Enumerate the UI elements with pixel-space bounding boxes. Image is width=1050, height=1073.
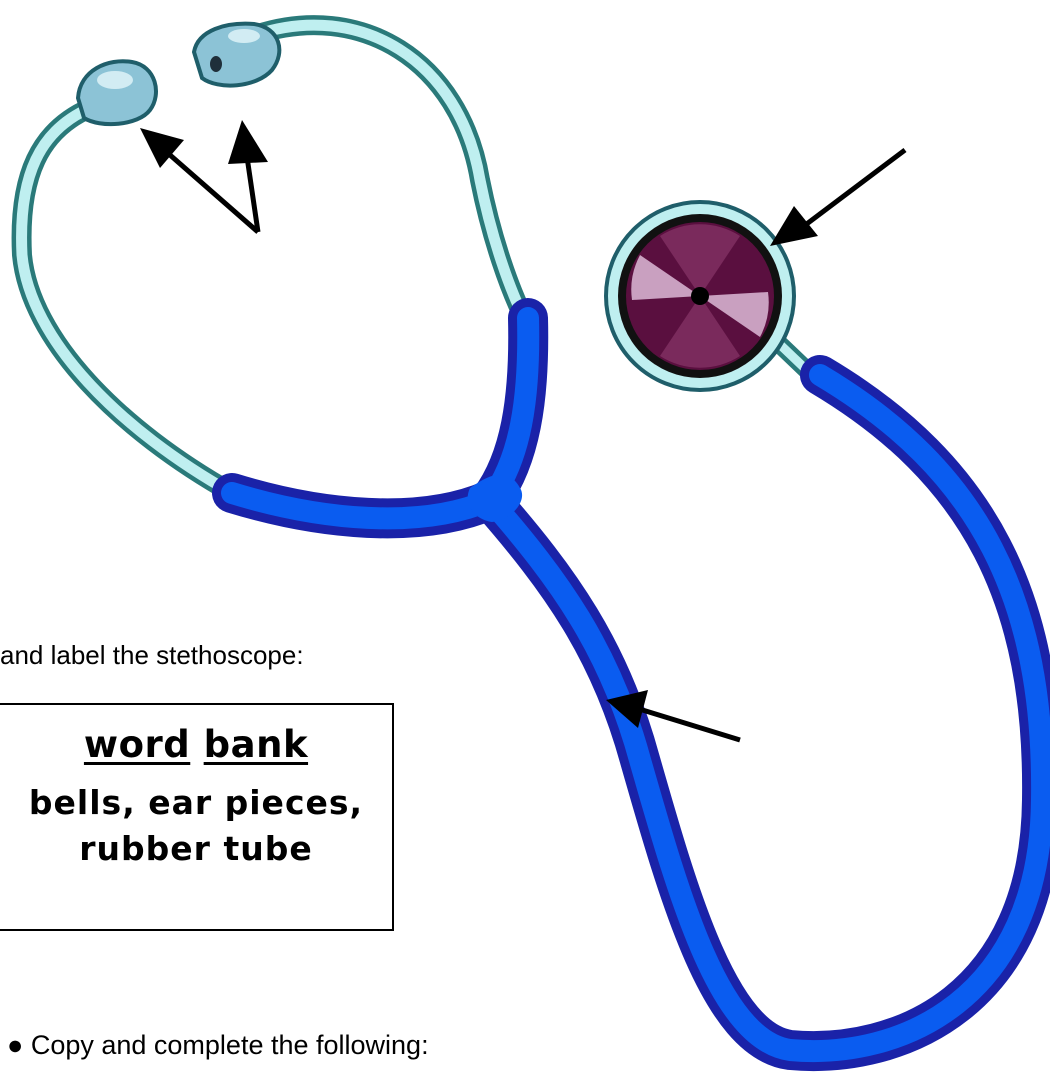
task-text: Copy and complete the following: xyxy=(31,1030,429,1060)
ear-piece-right xyxy=(194,24,279,86)
word-bank-line-1: bells, ear pieces, xyxy=(0,780,394,826)
word-bank-title-word2: bank xyxy=(204,723,308,766)
ear-piece-left xyxy=(78,61,156,124)
word-bank-title: word bank xyxy=(0,723,392,766)
rubber-tube xyxy=(232,318,1042,1051)
word-bank-line-2: rubber tube xyxy=(0,826,394,872)
task-line: ● Copy and complete the following: xyxy=(7,1030,429,1061)
word-bank-words: bells, ear pieces, rubber tube xyxy=(0,780,394,872)
word-bank-title-word1: word xyxy=(84,723,190,766)
arrow-ear-pieces-right xyxy=(228,120,268,232)
arrow-bell xyxy=(770,150,905,246)
bullet-icon: ● xyxy=(7,1030,23,1060)
word-bank-box: word bank bells, ear pieces, rubber tube xyxy=(0,703,394,931)
instruction-text: and label the stethoscope: xyxy=(0,640,304,671)
bell xyxy=(606,202,794,390)
